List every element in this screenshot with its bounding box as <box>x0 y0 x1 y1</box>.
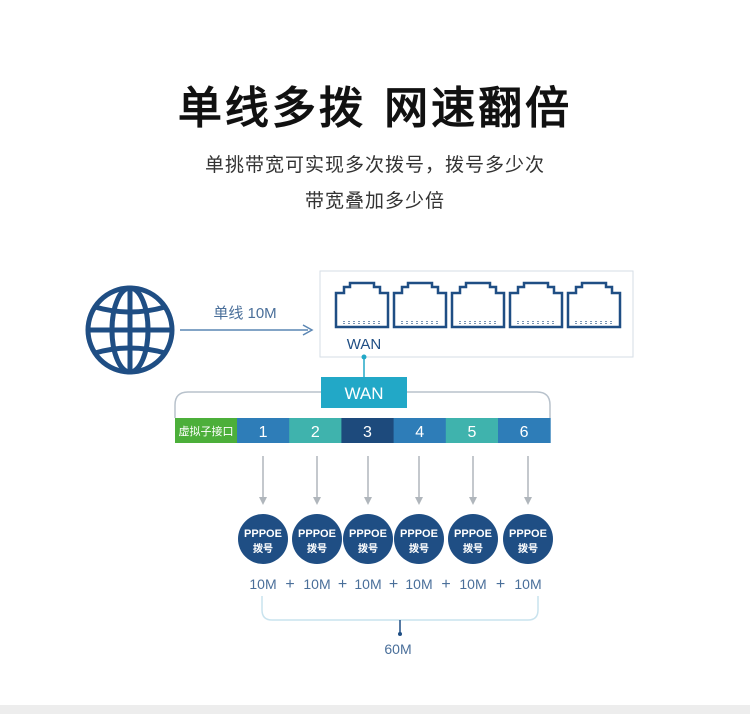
page-title: 单线多拨 网速翻倍 <box>177 83 573 134</box>
dial-label: 拨号 <box>409 542 429 555</box>
bottom-divider <box>0 705 750 714</box>
down-arrow-icon <box>469 456 477 505</box>
pppoe-label: PPPOE <box>509 528 547 540</box>
down-arrow-icon <box>364 456 372 505</box>
bandwidth-label: 10M <box>249 576 276 592</box>
pppoe-dial-node: PPPOE 拨号 <box>394 514 444 564</box>
subinterface-number: 3 <box>363 424 372 441</box>
subinterface-number: 5 <box>467 424 476 441</box>
subinterface-number: 2 <box>311 424 320 441</box>
dial-label: 拨号 <box>358 542 378 555</box>
ethernet-port-icon <box>392 281 448 329</box>
dial-label: 拨号 <box>463 542 483 555</box>
virtual-label: 虚拟子接口 <box>179 424 234 438</box>
total-bandwidth: 60M <box>384 641 411 657</box>
pppoe-label: PPPOE <box>349 528 387 540</box>
pppoe-dial-node: PPPOE 拨号 <box>503 514 553 564</box>
ethernet-port-icon <box>566 281 622 329</box>
plus-sign: + <box>496 576 505 593</box>
virtual-subinterface-strip: 虚拟子接口 1 2 3 4 5 6 <box>175 418 551 443</box>
pppoe-dial-node: PPPOE 拨号 <box>343 514 393 564</box>
ethernet-port-icon <box>450 281 506 329</box>
plus-sign: + <box>441 576 450 593</box>
dial-label: 拨号 <box>518 542 538 555</box>
ethernet-port-icon <box>334 281 390 329</box>
globe-icon <box>85 285 175 375</box>
bandwidth-label: 10M <box>405 576 432 592</box>
subinterface-number: 6 <box>520 424 529 441</box>
bandwidth-label: 10M <box>459 576 486 592</box>
wan-interface-box: WAN <box>321 377 407 408</box>
line-label: 单线 10M <box>213 305 276 322</box>
subtitle-line-1: 单挑带宽可实现多次拨号，拨号多少次 <box>204 154 545 176</box>
down-arrow-icon <box>415 456 423 505</box>
plus-sign: + <box>389 576 398 593</box>
pppoe-label: PPPOE <box>244 528 282 540</box>
subinterface-4: 4 <box>393 418 447 443</box>
dial-label: 拨号 <box>253 542 273 555</box>
subinterface-1: 1 <box>237 418 290 443</box>
down-arrow-icon <box>524 456 532 505</box>
plus-sign: + <box>338 576 347 593</box>
down-arrow-icon <box>259 456 267 505</box>
subinterface-2: 2 <box>289 418 342 443</box>
pppoe-label: PPPOE <box>298 528 336 540</box>
bandwidth-label: 10M <box>354 576 381 592</box>
pppoe-label: PPPOE <box>400 528 438 540</box>
ethernet-port-icon <box>508 281 564 329</box>
dial-label: 拨号 <box>307 542 327 555</box>
subinterface-3: 3 <box>341 418 395 443</box>
wan-box-label: WAN <box>344 384 383 403</box>
bandwidth-label: 10M <box>303 576 330 592</box>
subinterface-number: 1 <box>259 424 268 441</box>
pppoe-dial-node: PPPOE 拨号 <box>238 514 288 564</box>
subinterface-number: 4 <box>415 424 424 441</box>
pppoe-label: PPPOE <box>454 528 492 540</box>
subtitle-line-2: 带宽叠加多少倍 <box>304 190 445 212</box>
router-ports <box>334 281 622 329</box>
router-device: WAN <box>319 270 634 358</box>
single-line-connection: 单线 10M <box>180 305 314 336</box>
subinterface-6: 6 <box>498 418 551 443</box>
subinterface-5: 5 <box>445 418 499 443</box>
down-arrow-icon <box>313 456 321 505</box>
pppoe-dial-node: PPPOE 拨号 <box>292 514 342 564</box>
bandwidth-label: 10M <box>514 576 541 592</box>
pppoe-dial-node: PPPOE 拨号 <box>448 514 498 564</box>
router-wan-label: WAN <box>347 336 381 353</box>
plus-sign: + <box>285 576 294 593</box>
